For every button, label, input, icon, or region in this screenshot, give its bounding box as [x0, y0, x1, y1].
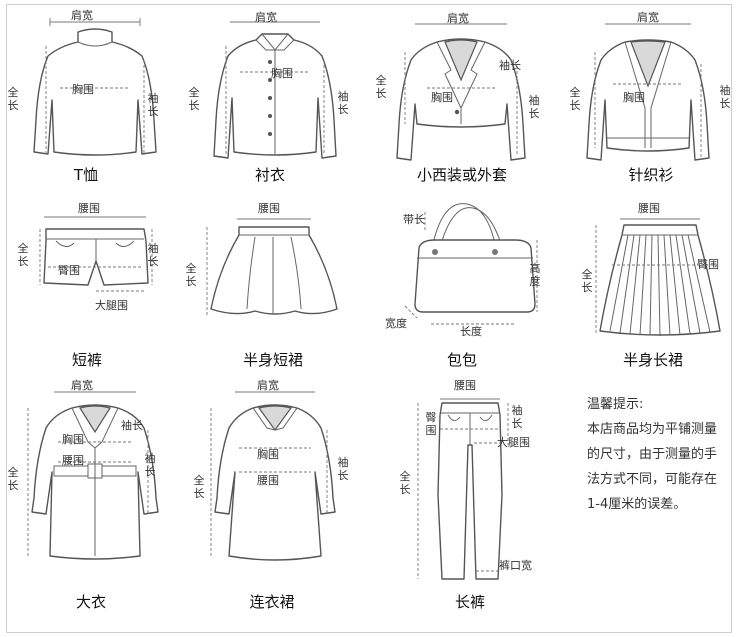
pants-length-label: 全长	[399, 470, 411, 496]
long-skirt-drawing	[595, 218, 721, 337]
coat-sleeve-label: 袖长	[144, 452, 156, 478]
bag-height-label: 高度	[529, 262, 541, 288]
dress-drawing	[210, 391, 336, 561]
blazer-title: 小西装或外套	[416, 166, 507, 184]
dress-waist-label: 腰围	[257, 474, 279, 487]
pants-title: 长裤	[454, 593, 485, 611]
shorts-title: 短裤	[71, 351, 102, 369]
shirt-chest-label: 胸围	[271, 67, 293, 80]
bag-drawing	[404, 203, 538, 325]
blazer-length-label: 全长	[375, 74, 387, 100]
shorts-thigh-label: 大腿围	[95, 299, 128, 312]
dress-chest-label: 胸围	[257, 448, 279, 461]
shirt-title: 衬衣	[254, 166, 285, 184]
tshirt-title: T恤	[73, 166, 99, 184]
shorts-waist-label: 腰围	[78, 202, 100, 215]
blazer-drawing	[396, 23, 526, 161]
knit-shoulder-label: 肩宽	[637, 11, 659, 24]
knit-title: 针织衫	[628, 166, 674, 184]
bag-length-label: 长度	[460, 325, 482, 338]
short-skirt-waist-label: 腰围	[258, 202, 280, 215]
knit-drawing	[586, 23, 710, 161]
coat-length-label: 全长	[7, 466, 19, 492]
notice-line-3: 法方式不同，可能存在	[587, 472, 718, 487]
short-skirt-length-label: 全长	[185, 262, 197, 288]
notice-line-1: 本店商品均为平铺测量	[587, 422, 718, 437]
tshirt-drawing	[33, 18, 157, 156]
notice-box: 温馨提示: 本店商品均为平铺测量 的尺寸，由于测量的手 法方式不同，可能存在 1…	[587, 392, 732, 517]
shirt-sleeve-label: 袖长	[337, 90, 349, 116]
coat-sleeve-inner-label: 袖长	[121, 419, 143, 432]
knit-chest-label: 胸围	[623, 91, 645, 104]
dress-length-label: 全长	[193, 474, 205, 500]
tshirt-shoulder-label: 肩宽	[71, 9, 93, 22]
notice-line-4: 1-4厘米的误差。	[587, 497, 687, 512]
bag-strap-label: 带长	[403, 213, 425, 226]
dress-sleeve-label: 袖长	[337, 456, 349, 482]
blazer-sleeve-inner-label: 袖长	[499, 59, 521, 72]
dress-shoulder-label: 肩宽	[257, 379, 279, 392]
long-skirt-waist-label: 腰围	[638, 202, 660, 215]
knit-length-label: 全长	[569, 86, 581, 112]
notice-title: 温馨提示:	[587, 397, 644, 412]
shorts-length-label: 全长	[17, 242, 29, 268]
dress-title: 连衣裙	[249, 593, 295, 611]
blazer-sleeve-label: 袖长	[528, 94, 540, 120]
knit-sleeve-label: 袖长	[719, 84, 731, 110]
coat-title: 大衣	[75, 593, 106, 611]
shorts-hip-label: 臀围	[58, 264, 80, 277]
long-skirt-hip-label: 臀围	[697, 258, 719, 271]
bag-title: 包包	[446, 351, 477, 369]
blazer-shoulder-label: 肩宽	[447, 12, 469, 25]
long-skirt-length-label: 全长	[581, 268, 593, 294]
pants-drawing	[417, 398, 509, 580]
shirt-drawing	[213, 21, 337, 159]
short-skirt-drawing	[206, 218, 338, 315]
coat-shoulder-label: 肩宽	[71, 379, 93, 392]
tshirt-length-label: 全长	[7, 86, 19, 112]
long-skirt-title: 半身长裙	[622, 351, 683, 369]
shorts-drawing	[39, 216, 153, 292]
coat-waist-label: 腰围	[62, 454, 84, 467]
notice-line-2: 的尺寸，由于测量的手	[587, 447, 718, 462]
shirt-length-label: 全长	[188, 86, 200, 112]
tshirt-sleeve-label: 袖长	[147, 92, 159, 118]
pants-hip-label: 臀围	[425, 411, 437, 437]
pants-rise-label: 袖长	[511, 404, 523, 430]
pants-hem-label: 裤口宽	[499, 559, 532, 572]
pants-thigh-label: 大腿围	[497, 436, 530, 449]
tshirt-chest-label: 胸围	[72, 83, 94, 96]
coat-drawing	[27, 391, 159, 560]
shorts-side-label: 袖长	[147, 242, 159, 268]
bag-width-label: 宽度	[385, 317, 407, 330]
short-skirt-title: 半身短裙	[242, 351, 303, 369]
pants-waist-label: 腰围	[454, 379, 476, 392]
size-guide-frame	[6, 4, 732, 633]
shirt-shoulder-label: 肩宽	[255, 11, 277, 24]
coat-chest-label: 胸围	[62, 433, 84, 446]
blazer-chest-label: 胸围	[431, 91, 453, 104]
